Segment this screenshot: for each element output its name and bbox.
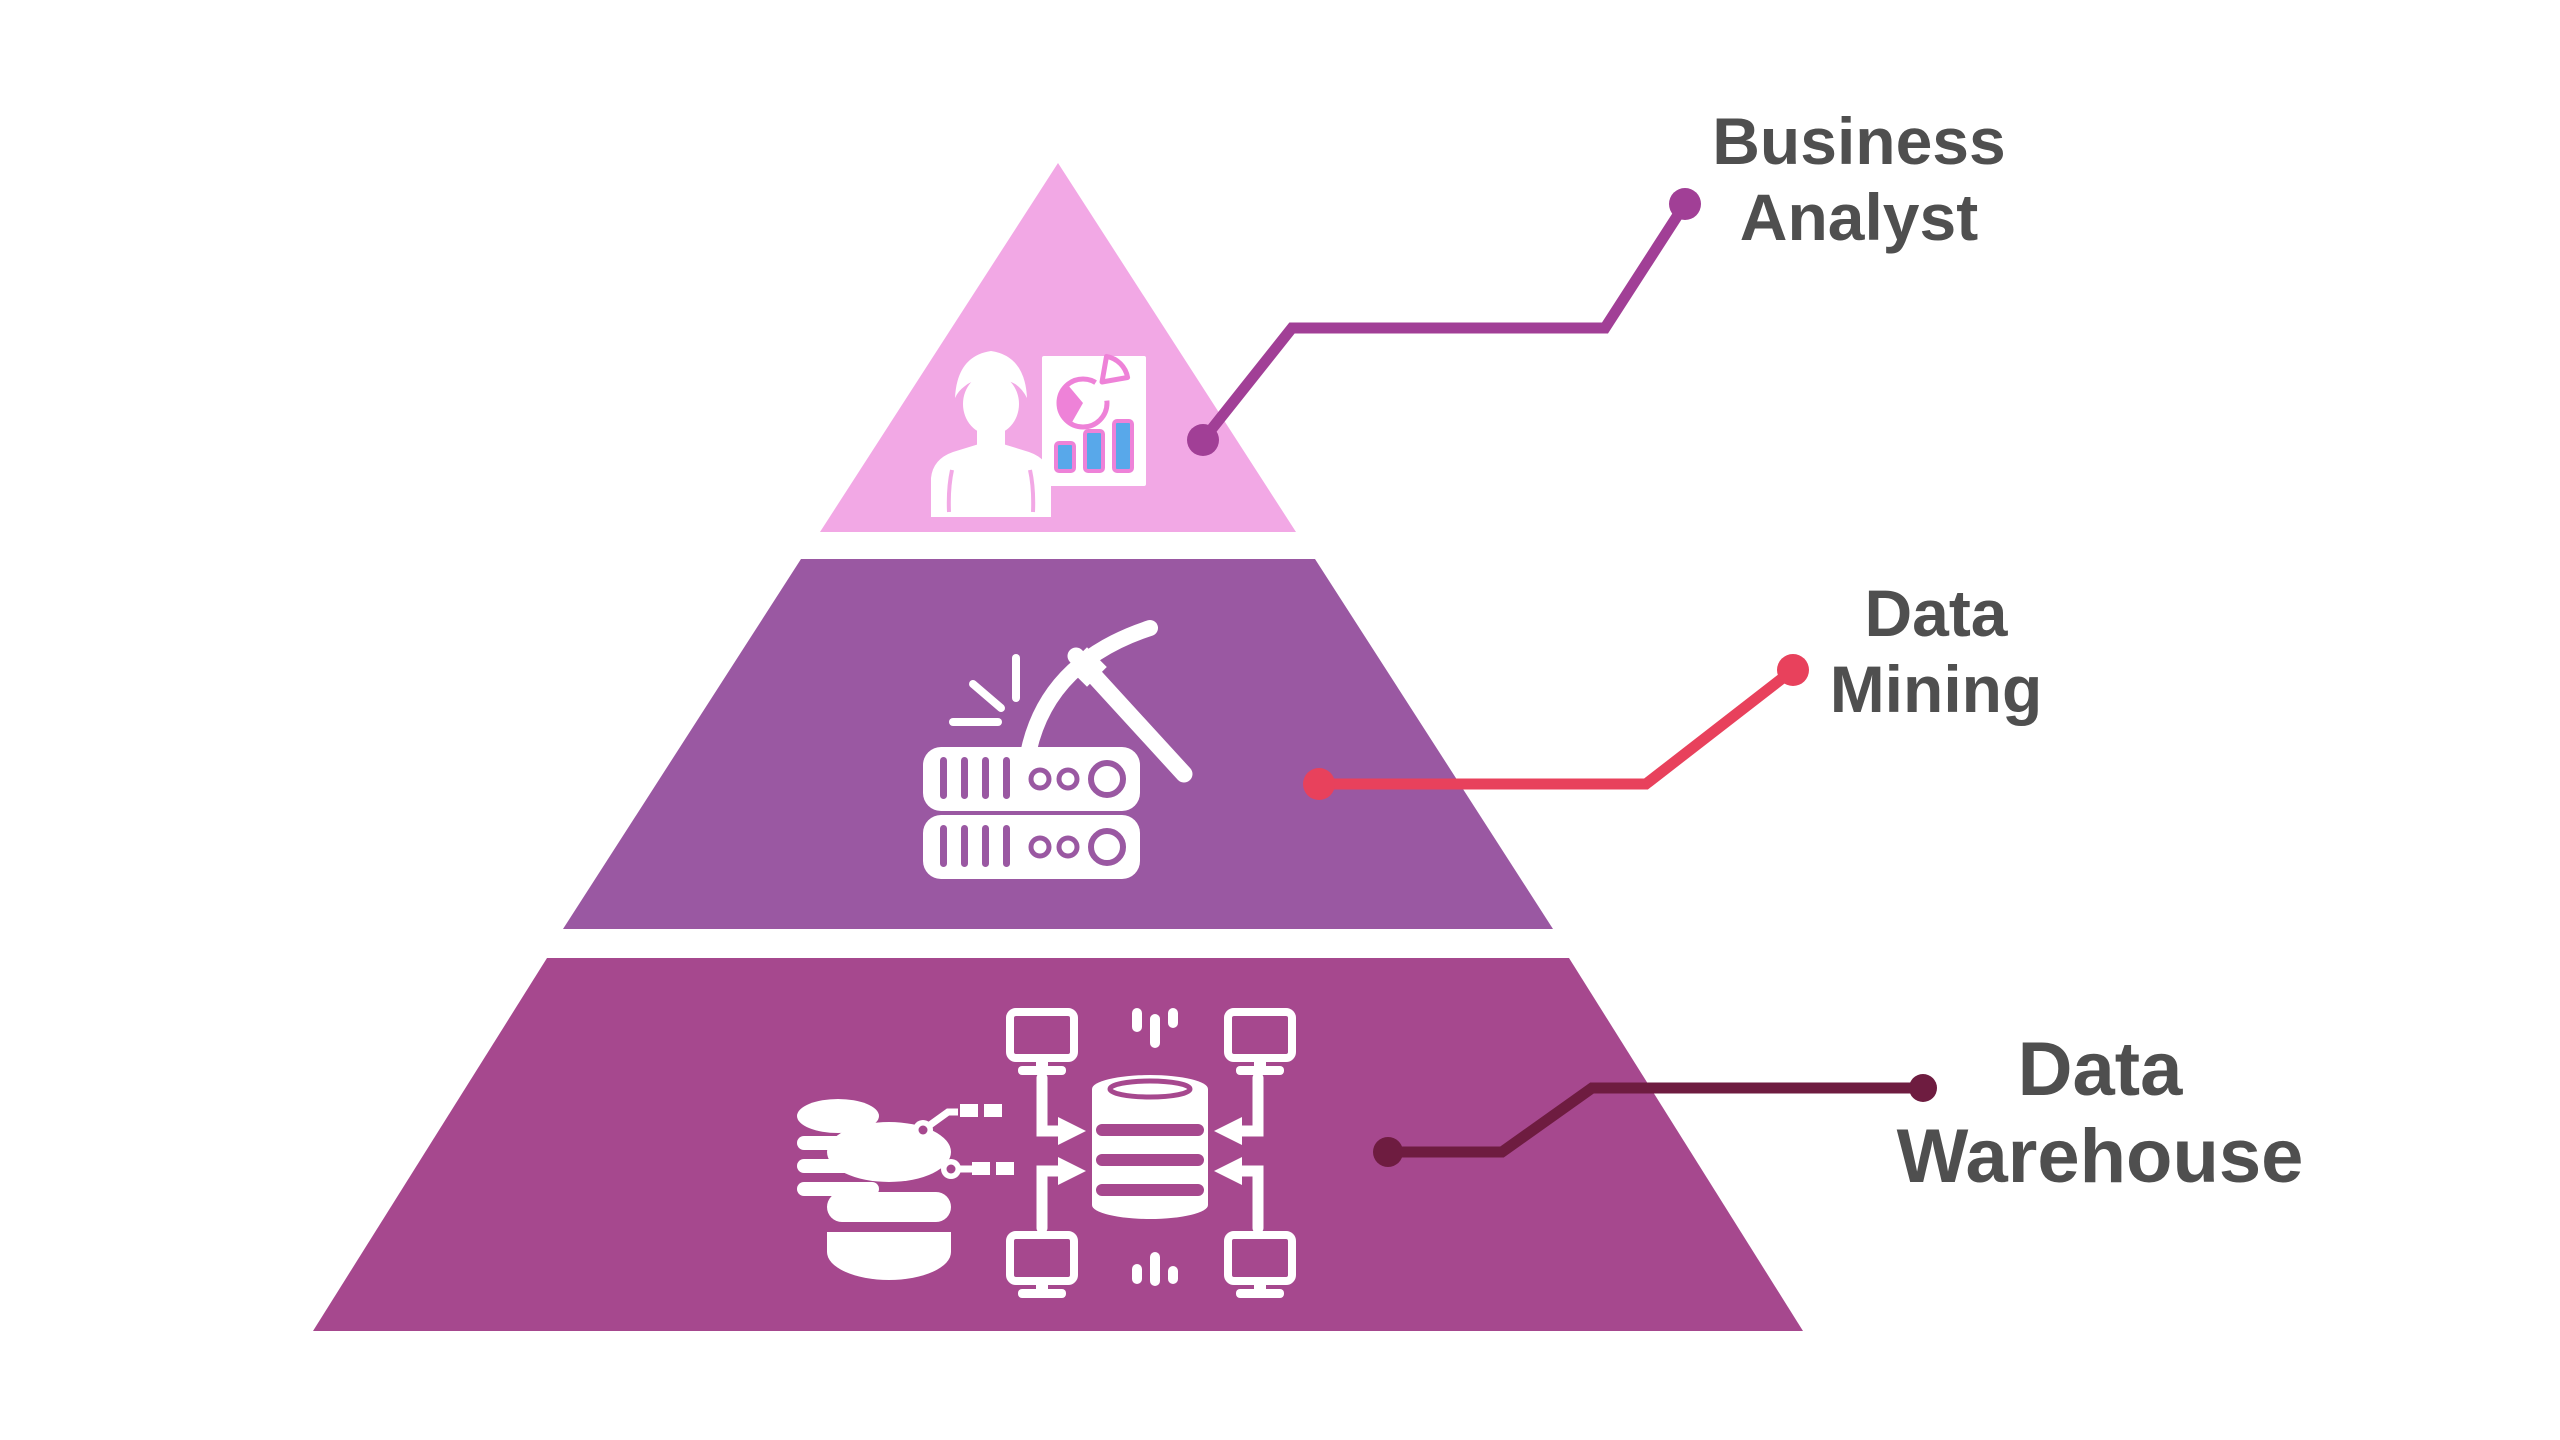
label-line: Data xyxy=(1864,576,2008,650)
server-leds xyxy=(1028,760,1126,866)
database-network-icon xyxy=(797,1008,1296,1298)
person-icon xyxy=(931,351,1051,517)
pickaxe-on-server-icon xyxy=(923,620,1193,879)
circuit-traces xyxy=(913,1104,1014,1179)
bar-chart-icon xyxy=(1054,419,1134,473)
label-line: Warehouse xyxy=(1896,1114,2304,1200)
label-business-analyst: Business Analyst xyxy=(1712,104,2005,256)
pyramid xyxy=(313,163,1803,1331)
pickaxe-icon xyxy=(1018,620,1193,783)
label-data-mining: Data Mining xyxy=(1830,576,2043,728)
connector-business-analyst xyxy=(1187,188,1701,456)
label-line: Analyst xyxy=(1739,179,1979,254)
connector-data-mining xyxy=(1303,654,1809,800)
data-flow-arrows xyxy=(1036,1072,1264,1234)
connector-start-dot xyxy=(1373,1137,1403,1167)
tier-business-analyst xyxy=(820,163,1296,532)
server-icon xyxy=(923,747,1140,879)
label-line: Business xyxy=(1712,104,2006,178)
connector-end-dot xyxy=(1777,654,1809,686)
connector-end-dot xyxy=(1669,188,1701,220)
monitor-top-right-icon xyxy=(1224,1008,1296,1075)
label-data-warehouse: Data Warehouse xyxy=(1897,1026,2304,1201)
monitor-bottom-left-icon xyxy=(1006,1231,1078,1298)
warehouse-database-icon xyxy=(1092,1075,1208,1219)
label-line: Data xyxy=(2017,1027,2183,1112)
connector-end-dot xyxy=(1909,1074,1937,1102)
signal-dashes xyxy=(1132,1008,1178,1286)
connector-start-dot xyxy=(1187,424,1219,456)
database-stack-icon xyxy=(797,1099,1014,1280)
server-slits xyxy=(940,757,1010,867)
monitor-icons xyxy=(1006,1008,1296,1298)
monitor-top-left-icon xyxy=(1006,1008,1078,1075)
spark-lines xyxy=(949,654,1020,726)
connector-start-dot xyxy=(1303,768,1335,800)
tier-data-mining xyxy=(563,559,1553,929)
monitor-bottom-right-icon xyxy=(1224,1231,1296,1298)
pie-chart-icon xyxy=(1056,353,1131,430)
label-line: Mining xyxy=(1829,651,2043,726)
analyst-with-report-icon xyxy=(931,351,1146,517)
connector-data-warehouse xyxy=(1373,1074,1937,1167)
